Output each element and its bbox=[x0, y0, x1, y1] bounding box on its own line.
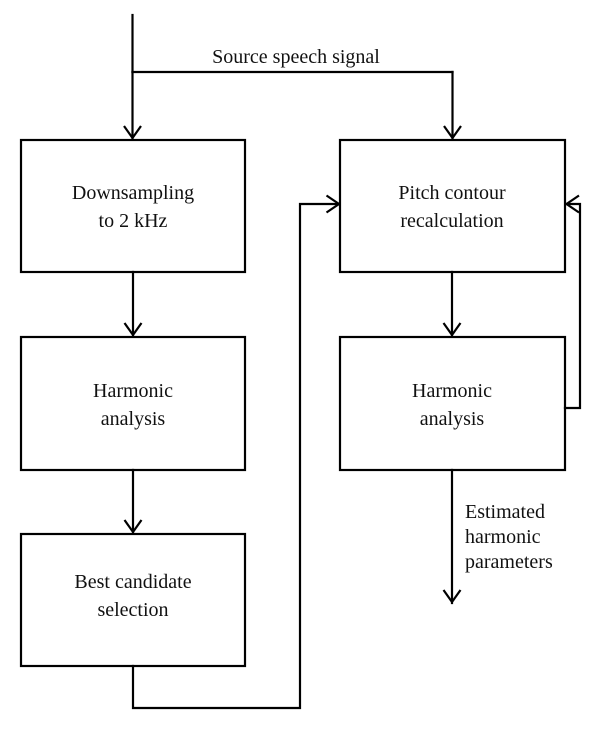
arrowhead-cross-into-pitch-contour bbox=[325, 194, 341, 214]
node-downsampling-label-line1: Downsampling bbox=[72, 182, 194, 204]
arrowhead-feedback-into-pitch-contour bbox=[564, 194, 580, 214]
node-pitch-contour-label-line2: recalculation bbox=[400, 210, 503, 232]
node-harmonic-analysis-left-label-line1: Harmonic bbox=[93, 380, 173, 402]
edge-label-source-speech-signal: Source speech signal bbox=[212, 46, 380, 68]
node-best-candidate-selection-label-line2: selection bbox=[97, 599, 168, 621]
arrowhead-into-pitch-contour bbox=[443, 125, 462, 140]
node-downsampling-label-line2: to 2 kHz bbox=[99, 210, 168, 232]
node-harmonic-analysis-left bbox=[19, 335, 247, 472]
node-pitch-contour-label-line1: Pitch contour bbox=[398, 182, 506, 204]
node-harmonic-analysis-right bbox=[338, 335, 567, 472]
node-harmonic-analysis-right-label-line1: Harmonic bbox=[412, 380, 492, 402]
edge-label-output-line1: Estimated bbox=[465, 501, 545, 523]
node-pitch-contour-recalculation bbox=[338, 138, 567, 274]
node-harmonic-analysis-left-label-line2: analysis bbox=[101, 408, 166, 430]
edge-label-output-line2: harmonic bbox=[465, 526, 541, 548]
edge-label-output-line3: parameters bbox=[465, 551, 553, 573]
edge-feedback-harmonic-right-to-pitch-contour bbox=[563, 202, 582, 410]
arrowhead-into-harmonic-analysis-left bbox=[123, 322, 143, 337]
node-harmonic-analysis-right-label-line2: analysis bbox=[420, 408, 485, 430]
node-best-candidate-selection-label-line1: Best candidate bbox=[74, 571, 191, 593]
arrowhead-into-downsampling bbox=[123, 125, 142, 140]
arrowhead-output bbox=[442, 589, 462, 604]
arrowhead-into-best-candidate-selection bbox=[123, 519, 143, 534]
edge-best-candidate-to-pitch-contour bbox=[131, 202, 341, 710]
node-downsampling bbox=[19, 138, 247, 274]
arrowhead-into-harmonic-analysis-right bbox=[442, 322, 462, 337]
